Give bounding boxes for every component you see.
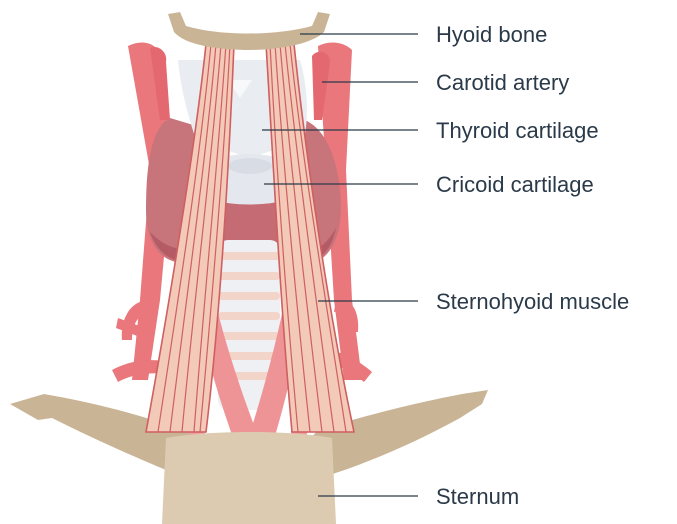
label-sternum: Sternum [436, 484, 519, 509]
sternum-bone [162, 432, 336, 524]
cricoid-highlight [228, 158, 272, 174]
hyoid-bone [168, 12, 330, 50]
label-cricoid-cartilage: Cricoid cartilage [436, 172, 594, 197]
label-thyroid-cartilage: Thyroid cartilage [436, 118, 599, 143]
labels: Hyoid bone Carotid artery Thyroid cartil… [436, 22, 629, 509]
label-sternohyoid-muscle: Sternohyoid muscle [436, 289, 629, 314]
label-hyoid-bone: Hyoid bone [436, 22, 547, 47]
label-carotid-artery: Carotid artery [436, 70, 569, 95]
